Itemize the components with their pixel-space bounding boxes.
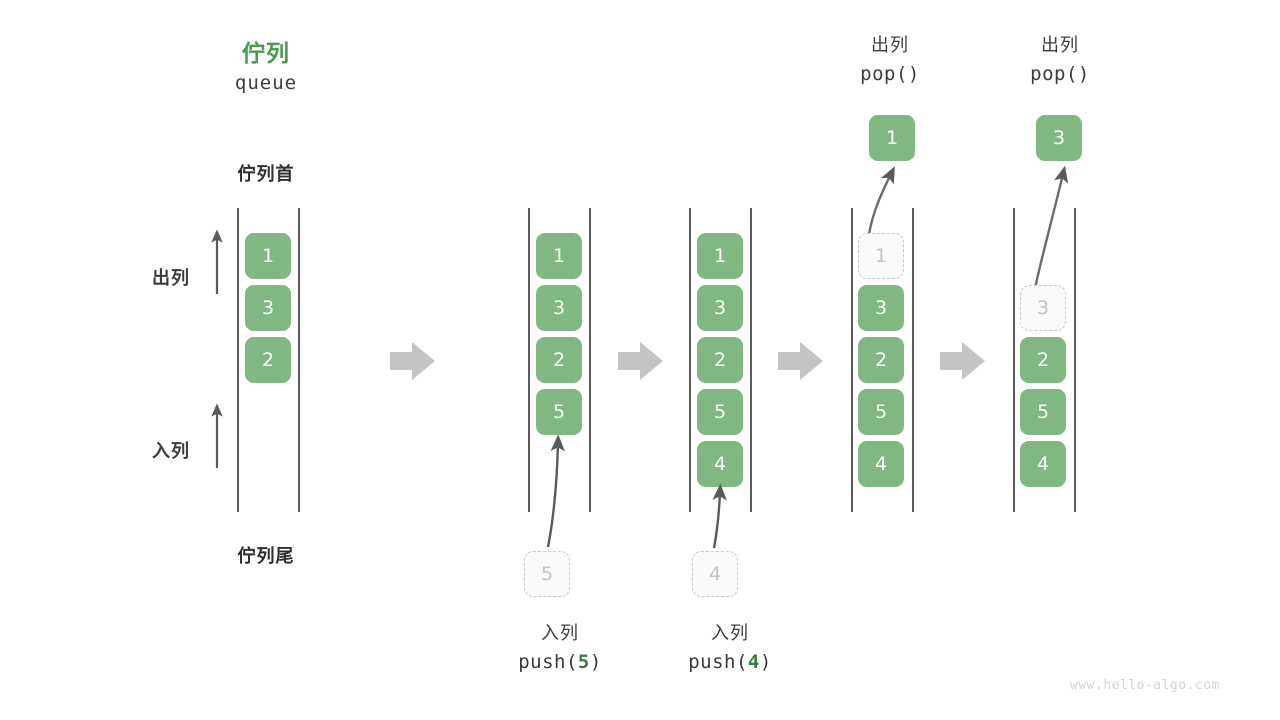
queue-head-label: 佇列首	[237, 164, 295, 185]
queue-cell: 1	[536, 233, 582, 279]
queue-rail-left-3	[689, 208, 691, 512]
push4-caption-cn: 入列	[711, 623, 749, 644]
queue-cell: 5	[858, 389, 904, 435]
queue-cell: 1	[245, 233, 291, 279]
queue-title-en: queue	[234, 72, 298, 94]
queue-rail-right-2	[589, 208, 591, 512]
queue-cell: 4	[858, 441, 904, 487]
pop1-caption-code: pop()	[860, 62, 920, 85]
queue-cell: 4	[1020, 441, 1066, 487]
queue-cell: 3	[245, 285, 291, 331]
enqueue-direction-arrow	[211, 403, 223, 468]
push4-caption: 入列 push(4)	[660, 620, 800, 677]
pop1-caption-cn: 出列	[871, 35, 909, 56]
queue-cell: 2	[858, 337, 904, 383]
transition-arrow	[618, 342, 663, 380]
queue-title-cn: 佇列	[242, 41, 290, 67]
transition-arrow	[778, 342, 823, 380]
push5-caption-code: push(5)	[518, 650, 602, 673]
queue-cell: 4	[697, 441, 743, 487]
pop1-caption: 出列 pop()	[820, 32, 960, 89]
queue-rail-right-5	[1074, 208, 1076, 512]
pop-arrow	[867, 166, 895, 235]
queue-rail-left-4	[851, 208, 853, 512]
push-arrow	[546, 434, 565, 548]
push5-caption-cn: 入列	[541, 623, 579, 644]
push4-caption-code: push(4)	[688, 650, 772, 673]
queue-cell: 2	[536, 337, 582, 383]
queue-rail-left-1	[237, 208, 239, 512]
push5-caption: 入列 push(5)	[490, 620, 630, 677]
queue-cell: 3	[858, 285, 904, 331]
queue-rail-left-5	[1013, 208, 1015, 512]
enqueue-direction-label: 入列	[152, 441, 190, 462]
queue-cell: 1	[697, 233, 743, 279]
queue-cell: 5	[1020, 389, 1066, 435]
queue-cell-ghost: 3	[1020, 285, 1066, 331]
queue-cell: 2	[245, 337, 291, 383]
incoming-ghost-cell: 4	[692, 551, 738, 597]
queue-rail-left-2	[528, 208, 530, 512]
dequeue-direction-arrow	[211, 229, 223, 294]
queue-cell: 3	[536, 285, 582, 331]
site-watermark: www.hello-algo.com	[1070, 678, 1220, 693]
queue-cell: 5	[536, 389, 582, 435]
pop2-caption-code: pop()	[1030, 62, 1090, 85]
pop2-caption: 出列 pop()	[990, 32, 1130, 89]
queue-rail-right-1	[298, 208, 300, 512]
dequeue-direction-label: 出列	[152, 268, 190, 289]
queue-cell: 5	[697, 389, 743, 435]
queue-cell: 2	[1020, 337, 1066, 383]
queue-rail-right-3	[750, 208, 752, 512]
queue-rail-right-4	[912, 208, 914, 512]
transition-arrow	[940, 342, 985, 380]
queue-cell: 2	[697, 337, 743, 383]
push-arrow	[712, 483, 727, 549]
queue-cell-ghost: 1	[858, 233, 904, 279]
pop2-caption-cn: 出列	[1041, 35, 1079, 56]
popped-cell: 1	[869, 115, 915, 161]
popped-cell: 3	[1036, 115, 1082, 161]
incoming-ghost-cell: 5	[524, 551, 570, 597]
pop-arrow	[1033, 165, 1069, 289]
queue-cell: 3	[697, 285, 743, 331]
transition-arrow	[390, 342, 435, 380]
queue-tail-label: 佇列尾	[237, 546, 295, 567]
